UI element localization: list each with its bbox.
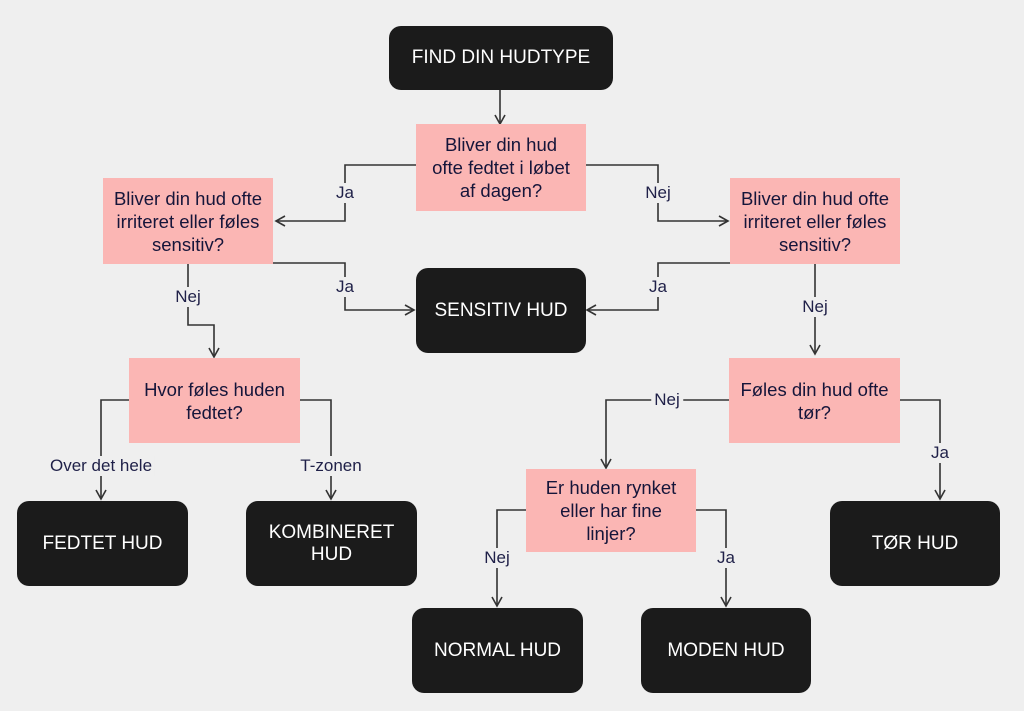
edge-label-ja: Ja: [646, 277, 670, 297]
edge-label-over-det-hele: Over det hele: [46, 456, 156, 476]
edge-label-nej: Nej: [799, 297, 831, 317]
edge-label-nej: Nej: [651, 390, 683, 410]
edge-label-nej: Nej: [172, 287, 204, 307]
question-hvor-fedtet: Hvor føles huden fedtet?: [129, 358, 300, 443]
edge-label-nej: Nej: [481, 548, 513, 568]
toer-hud-node: TØR HUD: [830, 501, 1000, 586]
question-fedtet: Bliver din hud ofte fedtet i løbet af da…: [416, 124, 586, 211]
start-node: FIND DIN HUDTYPE: [389, 26, 613, 90]
question-irriteret-right: Bliver din hud ofte irriteret eller føle…: [730, 178, 900, 264]
normal-hud-node: NORMAL HUD: [412, 608, 583, 693]
question-toer: Føles din hud ofte tør?: [729, 358, 900, 443]
connector-q-toer-ja: [900, 399, 946, 501]
connector-over-det-hele: [95, 399, 129, 501]
kombineret-hud-node: KOMBINERET HUD: [246, 501, 417, 586]
sensitiv-hud-node: SENSITIV HUD: [416, 268, 586, 353]
edge-label-ja: Ja: [333, 277, 357, 297]
connector-q-rynket-nej: [491, 509, 526, 608]
moden-hud-node: MODEN HUD: [641, 608, 811, 693]
connector-q-rynket-ja: [696, 509, 732, 608]
connector-left-nej-to-q-hvor: [187, 264, 220, 359]
edge-label-ja: Ja: [928, 443, 952, 463]
question-rynket: Er huden rynket eller har fine linjer?: [526, 469, 696, 552]
connector-t-zonen: [300, 399, 337, 501]
question-irriteret-left: Bliver din hud ofte irriteret eller føle…: [103, 178, 273, 264]
edge-label-ja: Ja: [333, 183, 357, 203]
edge-label-nej: Nej: [642, 183, 674, 203]
fedtet-hud-node: FEDTET HUD: [17, 501, 188, 586]
edge-label-ja: Ja: [714, 548, 738, 568]
connector-q-toer-nej: [600, 399, 729, 470]
edge-label-t-zonen: T-zonen: [297, 456, 365, 476]
